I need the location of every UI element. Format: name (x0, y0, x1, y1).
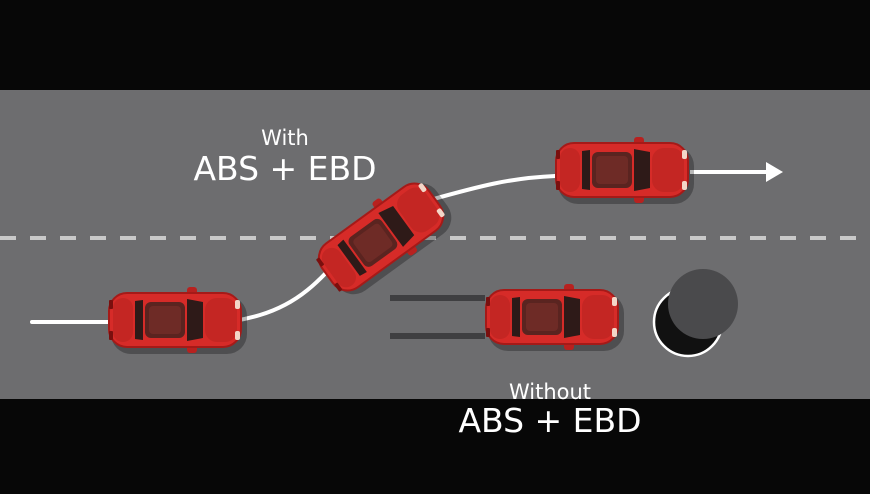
car-icon (555, 136, 695, 205)
skid-marks (390, 295, 485, 339)
arrow-right-icon (766, 162, 783, 182)
without-caption-large: ABS + EBD (458, 401, 642, 440)
with-caption-large: ABS + EBD (193, 149, 377, 188)
car-icon (485, 283, 625, 352)
without-caption-small: Without (508, 380, 592, 404)
obstacle-icon (652, 269, 738, 358)
car-icon (108, 286, 248, 355)
with-caption-small: With (261, 126, 309, 150)
